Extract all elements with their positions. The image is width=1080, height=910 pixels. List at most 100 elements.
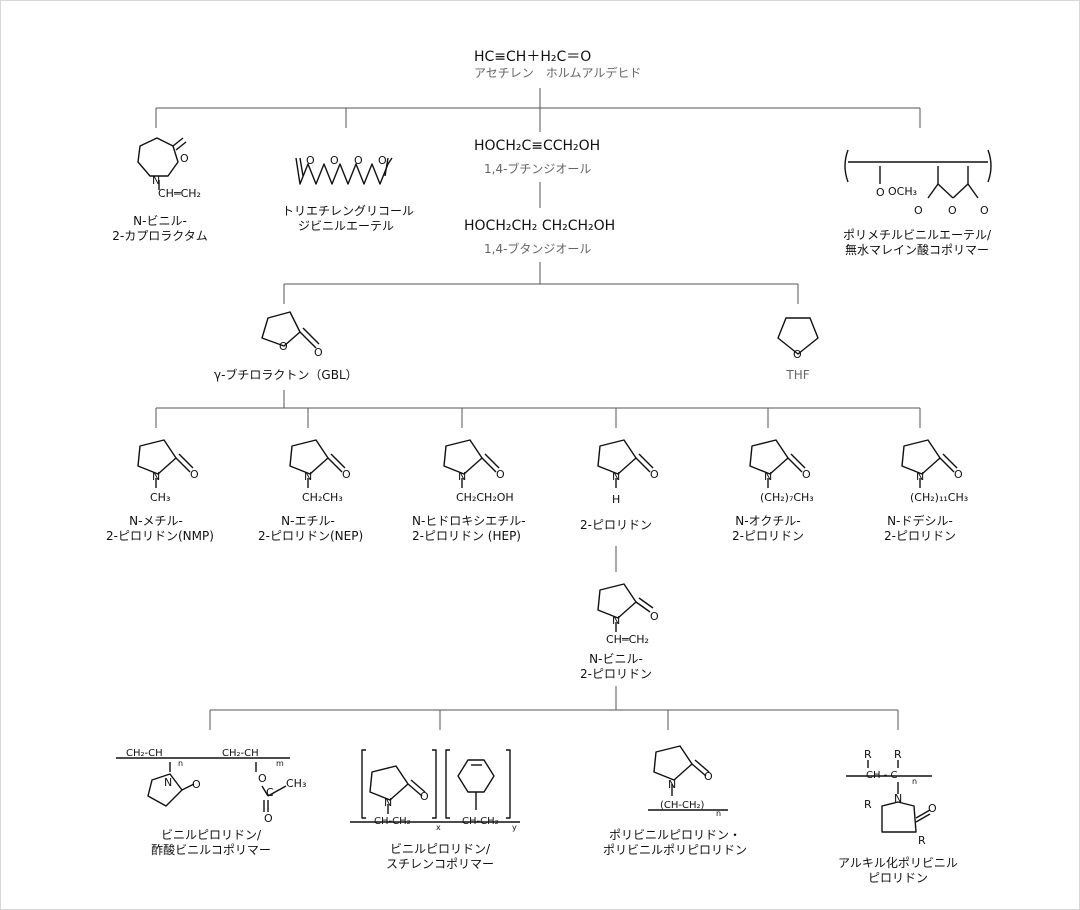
octyl-substituent: (CH₂)₇CH₃ [760,491,814,504]
hep-label-2: 2-ピロリドン (HEP) [412,529,521,543]
dodecyl-substituent: (CH₂)₁₁CH₃ [910,491,969,504]
octyl-label-1: N-オクチル- [735,514,801,528]
pvp-va-formula-1: CH₂-CH [126,748,163,759]
dodecyl-label-1: N-ドデシル- [887,514,953,528]
nvc-vinyl-group: CH═CH₂ [158,187,201,200]
svg-text:N: N [916,470,924,483]
nmp-label-2: 2-ピロリドン(NMP) [106,529,214,543]
caprolactam-ring-structure [137,137,187,190]
nvp-substituent: CH═CH₂ [606,633,649,646]
tegdve-label-2: ジビニルエーテル [297,219,394,233]
pyrrolidone-rings [137,439,958,488]
svg-text:O: O [496,468,505,481]
butanediol-name: 1,4-ブタンジオール [484,242,592,256]
pvm-ma-label-2: 無水マレイン酸コポリマー [844,243,989,257]
pvp-va-formula-2: CH₂-CH [222,748,259,759]
hep-substituent: CH₂CH₂OH [456,491,514,504]
svg-text:O: O [378,154,387,167]
nep-label-2: 2-ピロリドン(NEP) [258,529,364,543]
pvm-ma-structure [844,149,992,199]
svg-text:N: N [894,792,902,805]
svg-text:R: R [894,748,902,761]
reactants-formula: HC≡CH＋H₂C＝O [474,49,592,65]
alkyl-pvp-label-2: ピロリドン [867,871,928,885]
svg-text:N: N [458,470,466,483]
svg-text:O: O [650,610,659,623]
nmp-substituent: CH₃ [150,491,171,504]
svg-text:C: C [266,786,274,799]
svg-text:N: N [764,470,772,483]
svg-text:O: O [314,346,323,359]
nvp-label-1: N-ビニル- [589,652,643,666]
pvp-va-sub-m: m [276,759,284,768]
gbl-structure [261,311,320,349]
pvp-st-label-1: ビニルピロリドン/ [389,842,491,856]
svg-text:O: O [342,468,351,481]
reactant-names: アセチレン ホルムアルデヒド [474,66,642,80]
svg-text:N: N [164,776,172,789]
svg-text:O: O [180,152,189,165]
thf-label: THF [786,368,810,382]
pvp-st-sub-x: x [436,823,441,832]
thf-structure [777,317,819,355]
svg-text:O: O [954,468,963,481]
svg-text:R: R [918,834,926,847]
svg-text:R: R [864,798,872,811]
pvp-st-label-2: スチレンコポリマー [385,857,494,871]
pyrrolidone-label-1: 2-ピロリドン [580,518,652,532]
pvp-va-label-1: ビニルピロリドン/ [160,828,262,842]
pvp-formula: (CH-CH₂) [660,800,705,811]
pvp-va-sub-n: n [178,759,184,768]
alkyl-pvp-formula: CH - C [866,770,898,781]
svg-text:O: O [928,802,937,815]
hep-label-1: N-ヒドロキシエチル- [412,514,526,528]
svg-text:O: O [980,204,989,217]
svg-text:R: R [864,748,872,761]
svg-text:O: O [258,772,267,785]
nvc-label-1: N-ビニル- [133,214,187,228]
alkyl-pvp-sub-n: n [912,777,918,786]
svg-text:N: N [384,796,392,809]
triethylene-glycol-structure [295,157,393,185]
butynediol-name: 1,4-ブチンジオール [484,162,592,176]
nmp-label-1: N-メチル- [129,514,183,528]
butanediol-formula: HOCH₂CH₂ CH₂CH₂OH [464,218,616,234]
svg-text:O: O [802,468,811,481]
gbl-label: γ-ブチロラクトン（GBL） [214,368,358,382]
pvp-va-label-2: 酢酸ビニルコポリマー [151,843,271,857]
nep-substituent: CH₂CH₃ [302,491,343,504]
nep-label-1: N-エチル- [281,514,335,528]
svg-text:O: O [190,468,199,481]
pvp-label-1: ポリビニルピロリドン・ [608,828,741,842]
svg-text:O: O [650,468,659,481]
svg-text:N: N [152,174,160,187]
svg-text:N: N [612,614,620,627]
pvp-label-2: ポリビニルポリピロリドン [602,843,747,857]
pvp-va-acetate: CH₃ [286,777,307,790]
pvm-methoxy: OCH₃ [888,185,918,198]
alkyl-pvp-label-1: アルキル化ポリビニル [838,856,958,870]
svg-text:O: O [354,154,363,167]
svg-text:O: O [330,154,339,167]
nvp-label-2: 2-ピロリドン [580,667,652,681]
pvp-va-structure [116,757,290,812]
tree-connectors [155,88,921,730]
pvp-styrene-structure [350,749,520,823]
svg-text:O: O [704,770,713,783]
butynediol-formula: HOCH₂C≡CCH₂OH [474,138,601,154]
pvp-structure [648,745,728,811]
pvp-st-formula-1: CH-CH₂ [374,816,411,827]
svg-text:O: O [264,812,273,825]
svg-text:N: N [612,470,620,483]
svg-text:O: O [914,204,923,217]
svg-text:O: O [420,790,429,803]
nvc-label-2: 2-カプロラクタム [112,229,208,243]
svg-text:N: N [304,470,312,483]
pvp-sub-n: n [716,809,722,818]
svg-text:O: O [192,778,201,791]
pvp-st-sub-y: y [512,823,517,832]
svg-text:O: O [793,348,802,361]
svg-text:O: O [306,154,315,167]
pyrrolidone-substituent: H [612,493,621,506]
